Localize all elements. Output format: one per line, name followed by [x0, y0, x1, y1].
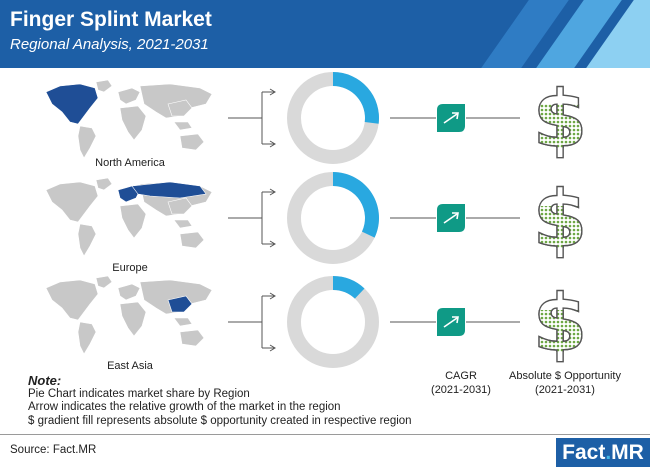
svg-text:$: $	[533, 175, 587, 265]
svg-text:$: $	[533, 175, 587, 265]
region-row: $$	[228, 276, 588, 370]
continent-shape	[119, 301, 147, 337]
world-map-east-asia	[45, 275, 213, 355]
region-label-east-asia: East Asia	[107, 360, 153, 372]
highlighted-region-shape	[167, 295, 193, 313]
highlighted-region-shape	[45, 83, 99, 125]
factmr-logo: Fact.MR	[556, 438, 650, 467]
arrowhead	[269, 344, 276, 352]
region-label-europe: Europe	[112, 262, 148, 274]
growth-arrow-icon	[443, 212, 459, 224]
note-line: Pie Chart indicates market share by Regi…	[28, 387, 250, 400]
continent-shape	[173, 219, 193, 229]
continent-shape	[77, 223, 97, 257]
continent-shape	[167, 197, 193, 215]
header-banner: Finger Splint Market Regional Analysis, …	[0, 0, 650, 68]
continent-shape	[45, 279, 99, 321]
arrowhead	[269, 88, 276, 96]
footer-divider	[0, 434, 650, 435]
region-row: $$	[228, 172, 588, 266]
continent-shape	[173, 121, 193, 131]
highlighted-region-shape	[131, 181, 207, 199]
continent-shape	[117, 87, 141, 105]
continent-shape	[119, 105, 147, 141]
continent-shape	[77, 321, 97, 355]
continent-shape	[45, 181, 99, 223]
cagr-label: CAGR	[445, 370, 477, 382]
note-line: Arrow indicates the relative growth of t…	[28, 401, 341, 413]
svg-text:$: $	[533, 279, 587, 369]
continent-shape	[95, 79, 113, 93]
continent-shape	[173, 317, 193, 327]
continent-shape	[179, 329, 205, 347]
region-label-north-america: North America	[95, 157, 165, 169]
svg-text:$: $	[533, 75, 587, 165]
page-title: Finger Splint Market	[10, 8, 212, 31]
market-share-segment	[333, 172, 379, 238]
arrowhead	[269, 140, 276, 148]
arrowhead	[269, 188, 276, 196]
svg-text:$: $	[533, 75, 587, 165]
note-title: Note:	[28, 373, 62, 388]
growth-arrow-icon	[443, 112, 459, 124]
svg-text:$: $	[533, 279, 587, 369]
opportunity-column-label: Absolute $ Opportunity (2021-2031)	[500, 369, 630, 397]
logo-text-right: MR	[611, 441, 644, 464]
arrowhead	[269, 292, 276, 300]
continent-shape	[95, 275, 113, 289]
arrowhead	[269, 240, 276, 248]
opportunity-period: (2021-2031)	[535, 384, 595, 396]
market-share-segment	[333, 72, 379, 124]
continent-shape	[117, 283, 141, 301]
continent-shape	[95, 177, 113, 191]
logo-text-left: Fact	[562, 441, 606, 464]
dollar-icon: $$	[532, 174, 588, 265]
dollar-icon: $$	[532, 74, 588, 165]
continent-shape	[119, 203, 147, 239]
source-text: Source: Fact.MR	[10, 444, 97, 456]
note-block: Note: Pie Chart indicates market share b…	[28, 374, 412, 428]
page-subtitle: Regional Analysis, 2021-2031	[10, 36, 209, 53]
donut-ring	[287, 276, 379, 368]
growth-arrow-icon	[443, 316, 459, 328]
world-map-europe	[45, 177, 213, 257]
opportunity-label: Absolute $ Opportunity	[509, 370, 621, 382]
continent-shape	[179, 231, 205, 249]
market-share-segment	[333, 276, 365, 299]
continent-shape	[77, 125, 97, 159]
logo-dot: .	[605, 441, 612, 464]
dollar-icon: $$	[532, 278, 588, 369]
world-map-north-america	[45, 79, 213, 159]
cagr-period: (2021-2031)	[431, 384, 491, 396]
note-line: $ gradient fill represents absolute $ op…	[28, 414, 412, 427]
cagr-column-label: CAGR (2021-2031)	[416, 369, 506, 397]
region-row: $$	[228, 72, 588, 166]
continent-shape	[179, 133, 205, 151]
continent-shape	[167, 99, 193, 117]
